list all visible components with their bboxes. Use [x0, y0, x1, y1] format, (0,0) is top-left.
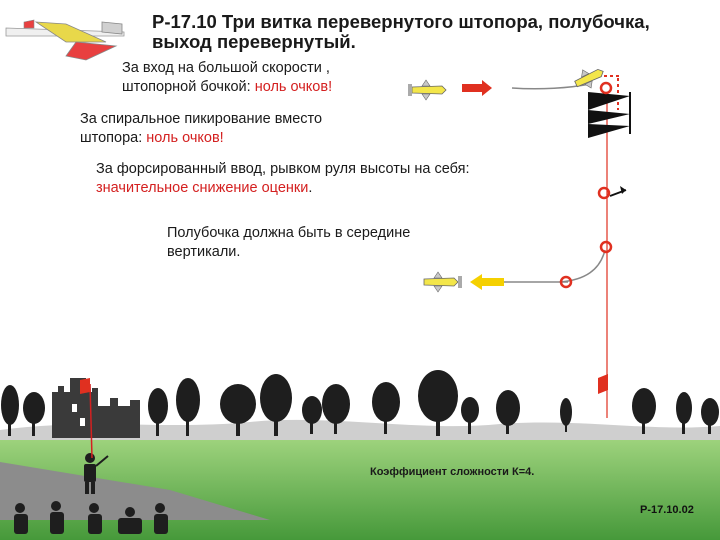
center-flag-icon: [80, 378, 90, 394]
spin-rotation-icon: [588, 92, 630, 138]
note-forced-entry: За форсированный ввод, рывком руля высот…: [96, 160, 596, 198]
position-markers: [559, 81, 613, 289]
entry-path: [511, 83, 591, 90]
title-line-1: Р-17.10 Три витка перевернутого штопора,…: [152, 11, 650, 32]
note-half-roll: Полубочка должна быть в середине вертика…: [167, 224, 487, 262]
note-penalty: ноль очков!: [146, 130, 224, 146]
marker-half-roll-end: [599, 240, 613, 254]
castle-window: [72, 404, 77, 412]
castle-window: [80, 418, 85, 426]
tree-line: [1, 370, 719, 436]
exit-plane-icon: [423, 271, 462, 293]
figure-code: Р-17.10.02: [640, 504, 694, 516]
spinning-plane-icon: [574, 68, 604, 89]
note-text: штопорной бочкой:: [122, 79, 255, 95]
half-roll-arrowhead: [620, 186, 626, 194]
exit-path: [559, 249, 606, 283]
center-flag-pole: [89, 383, 93, 459]
note-penalty: значительное снижение оценки: [96, 180, 309, 196]
note-text: За спиральное пикирование вместо: [80, 111, 323, 127]
marker-half-roll-start: [597, 186, 611, 200]
page-title: Р-17.10 Три витка перевернутого штопора,…: [152, 12, 712, 52]
right-flag-icon: [598, 374, 608, 394]
distant-hills: [0, 419, 720, 440]
runway: [0, 462, 270, 520]
note-text: штопора:: [80, 130, 147, 146]
note-text: За форсированный ввод, рывком руля высот…: [96, 161, 470, 177]
title-line-2: выход перевернутый.: [152, 31, 356, 52]
note-text: вертикали.: [167, 244, 241, 260]
note-spiral-dive: За спиральное пикирование вместо штопора…: [80, 110, 400, 148]
difficulty-coefficient: Коэффициент сложности К=4.: [370, 466, 535, 478]
note-penalty: ноль очков!: [254, 79, 333, 95]
entry-plane-icon: [408, 79, 447, 101]
note-text: За вход на большой скорости ,: [122, 60, 330, 76]
logo-plane-icon: [5, 19, 125, 61]
judges-icon: [14, 501, 168, 534]
note-text: .: [308, 180, 313, 196]
note-text: Полубочка должна быть в середине: [167, 225, 411, 241]
marker-spin-entry: [599, 81, 613, 95]
note-high-speed-entry: За вход на большой скорости , штопорной …: [122, 59, 422, 97]
pilot-icon: [84, 453, 109, 494]
exit-arrow-icon: [470, 274, 504, 290]
entry-arrow-icon: [462, 80, 492, 96]
castle-ruins-icon: [52, 378, 140, 438]
marker-exit: [559, 275, 573, 289]
